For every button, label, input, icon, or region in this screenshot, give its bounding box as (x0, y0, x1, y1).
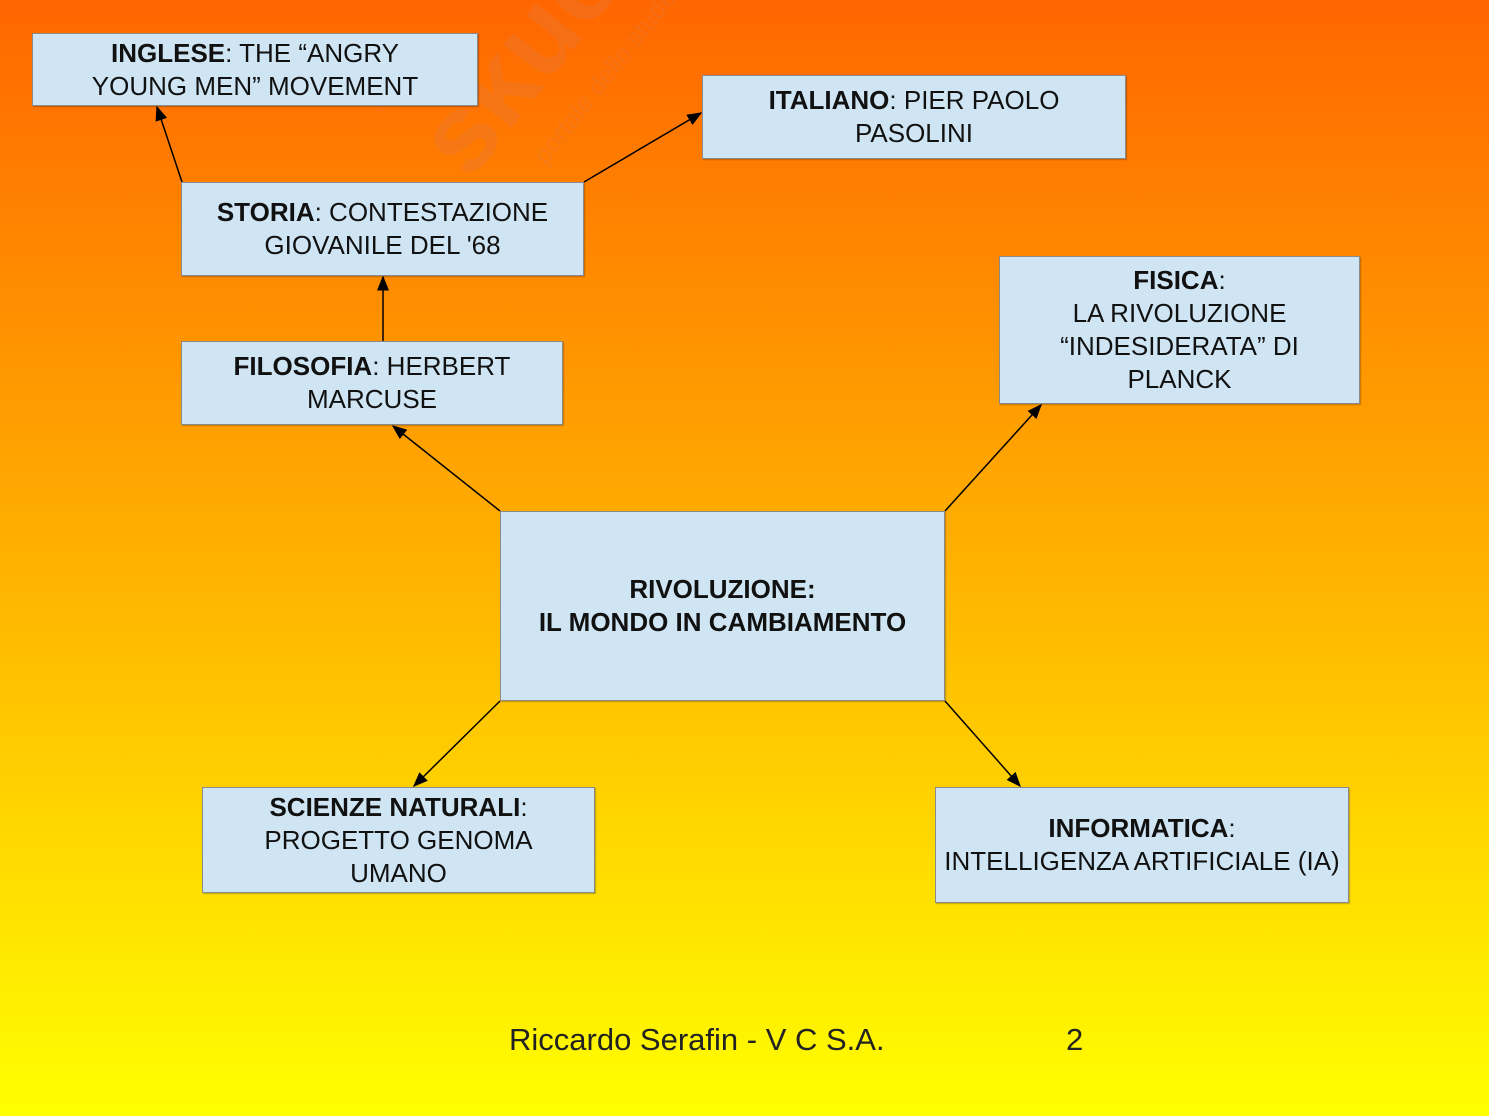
node-inglese: INGLESE: THE “ANGRY YOUNG MEN” MOVEMENT (32, 33, 478, 106)
node-scienze: SCIENZE NATURALI:PROGETTO GENOMA UMANO (202, 787, 595, 893)
arrow-storia-inglese (155, 105, 183, 183)
node-storia: STORIA: CONTESTAZIONE GIOVANILE DEL '68 (181, 182, 584, 276)
node-informatica: INFORMATICA:INTELLIGENZA ARTIFICIALE (IA… (935, 787, 1349, 903)
arrow-center-scienze (412, 700, 501, 788)
arrow-center-fisica (944, 403, 1043, 512)
node-italiano: ITALIANO: PIER PAOLO PASOLINI (702, 75, 1126, 159)
node-center: RIVOLUZIONE:IL MONDO IN CAMBIAMENTO (500, 511, 945, 701)
node-fisica: FISICA:LA RIVOLUZIONE “INDESIDERATA” DI … (999, 256, 1360, 404)
arrow-center-informatica (944, 700, 1021, 788)
page-number: 2 (1066, 1022, 1084, 1057)
arrow-storia-italiano (583, 112, 703, 183)
arrow-center-filosofia (391, 425, 501, 512)
node-filosofia: FILOSOFIA: HERBERT MARCUSE (181, 341, 563, 425)
footer-author: Riccardo Serafin - V C S.A. (509, 1022, 885, 1057)
